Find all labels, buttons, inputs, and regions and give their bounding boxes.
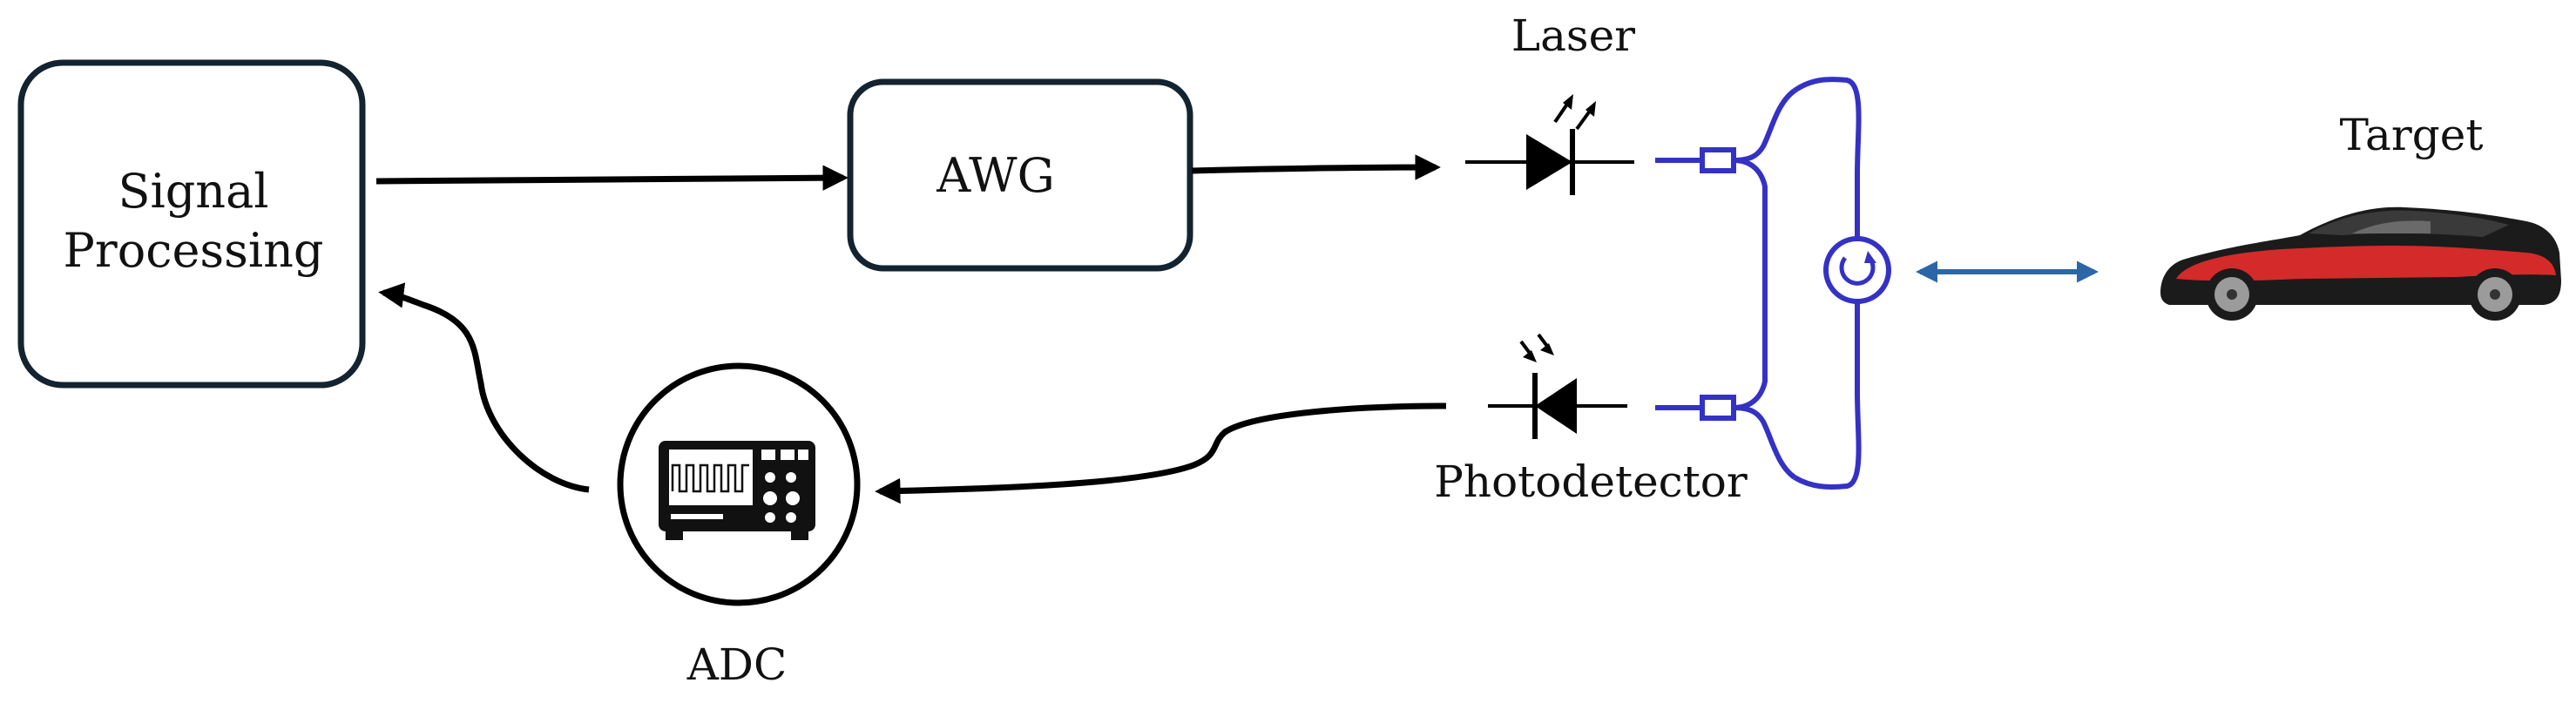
car-icon xyxy=(2160,206,2561,321)
signal-processing-block: Signal Processing xyxy=(17,59,366,389)
target-label: Target xyxy=(2340,110,2484,160)
signal-processing-box xyxy=(17,59,366,389)
photodetector-label: Photodetector xyxy=(1434,456,1748,507)
signal-processing-label-line1: Signal xyxy=(118,164,268,219)
awg-block: AWG xyxy=(847,78,1193,272)
photodiode-icon xyxy=(1488,333,1627,439)
arrow-sp-to-awg xyxy=(375,165,849,191)
awg-box xyxy=(847,78,1193,272)
arrow-adc-to-sp xyxy=(378,282,590,493)
fiber-coupler xyxy=(1655,77,1862,490)
arrow-awg-to-laser xyxy=(1191,154,1441,180)
laser-label: Laser xyxy=(1511,10,1635,61)
arrow-pd-to-adc xyxy=(875,402,1447,504)
adc-block xyxy=(617,362,861,606)
circulator-icon xyxy=(1823,236,1891,304)
laser-diode-icon xyxy=(1465,94,1634,195)
awg-label: AWG xyxy=(936,148,1054,203)
adc-label: ADC xyxy=(686,639,787,690)
signal-processing-label-line2: Processing xyxy=(64,223,324,278)
oscilloscope-icon xyxy=(659,441,815,540)
